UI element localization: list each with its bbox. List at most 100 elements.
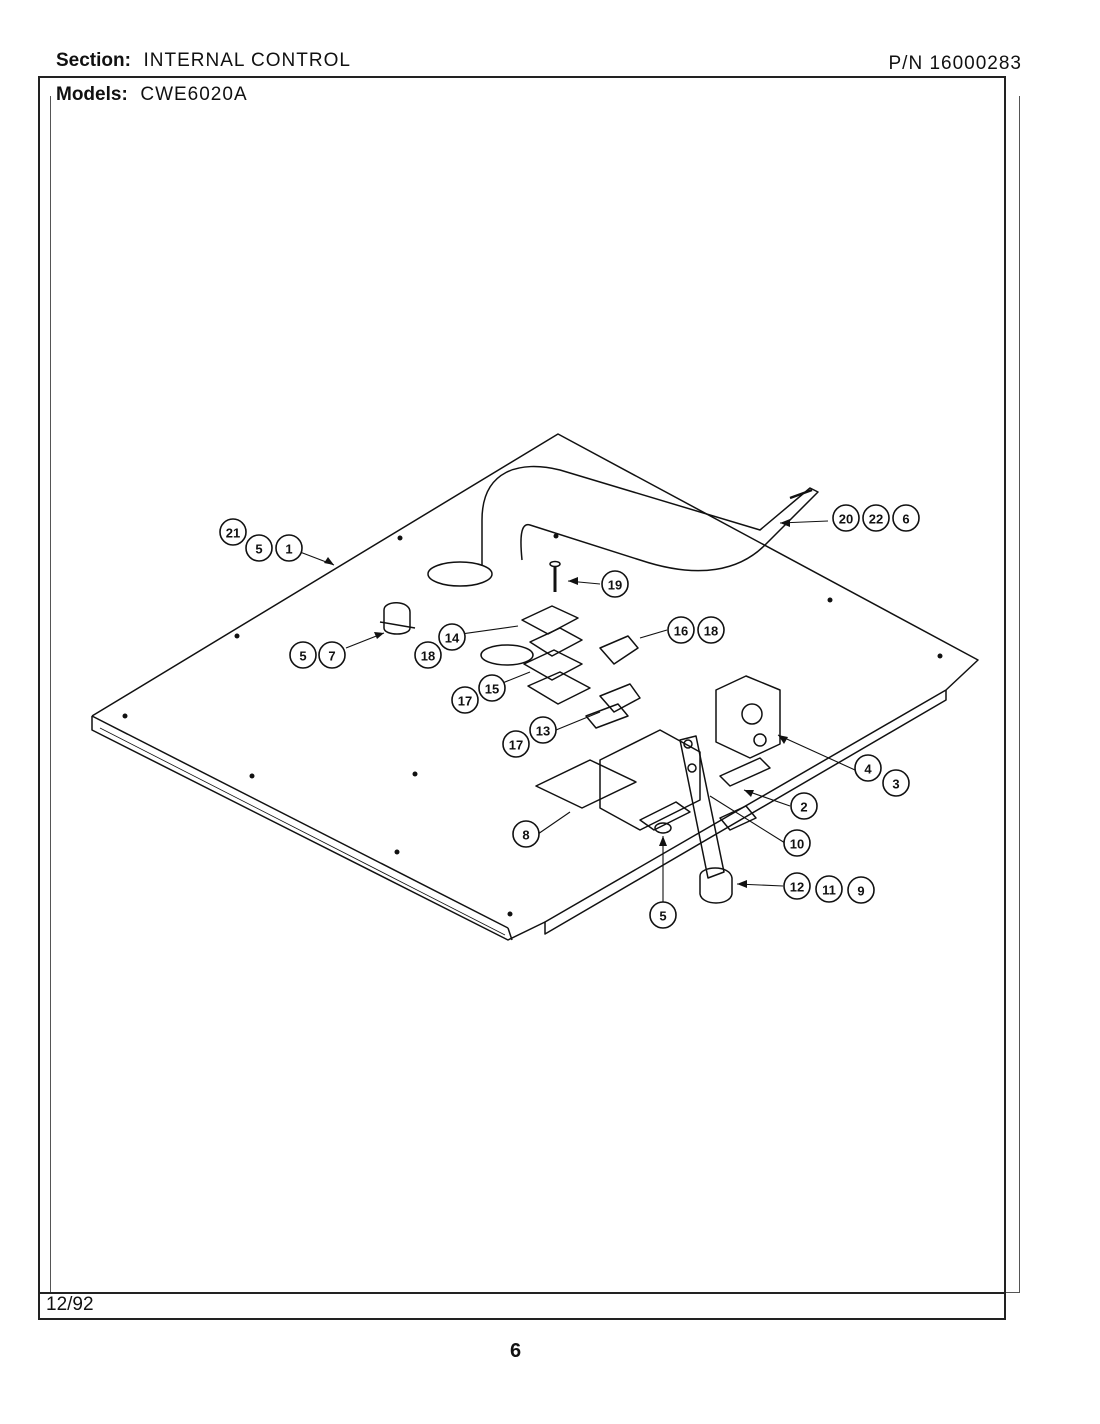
callout-label: 1 [285,542,292,557]
callout-c21: 21 [219,518,247,546]
leader-arrows [324,519,790,888]
callout-c20: 20 [832,504,860,532]
callout-label: 20 [839,512,853,527]
callout-label: 17 [458,694,472,709]
callout-circle [832,504,860,532]
section-value: INTERNAL CONTROL [143,50,351,71]
revision-date: 12/92 [46,1294,94,1315]
callout-circle [502,730,530,758]
callout-c3: 3 [882,769,910,797]
bracket-assembly [535,729,771,831]
callout-circle [783,872,811,900]
callout-label: 18 [421,649,435,664]
callout-circle [318,641,346,669]
callout-circle [667,616,695,644]
callout-c2: 2 [790,792,818,820]
callout-circle [847,876,875,904]
callout-c9: 9 [847,876,875,904]
callout-label: 5 [255,542,262,557]
callout-circle [414,641,442,669]
callout-label: 10 [790,837,804,852]
callout-label: 2 [800,800,807,815]
callout-circle [649,901,677,929]
callout-c18a: 18 [414,641,442,669]
callout-label: 19 [608,578,622,593]
callout-circle [438,623,466,651]
callout-c4: 4 [854,754,882,782]
callout-circle [478,674,506,702]
callout-label: 6 [902,512,909,527]
callout-circle [790,792,818,820]
callout-circle [512,820,540,848]
callout-c14: 14 [438,623,466,651]
callout-c7: 7 [318,641,346,669]
callout-circle [245,534,273,562]
callout-label: 21 [226,526,240,541]
models-value: CWE6020A [140,84,248,105]
callout-label: 9 [857,884,864,899]
page-number: 6 [510,1340,522,1362]
callout-c18b: 18 [697,616,725,644]
callout-label: 15 [485,682,499,697]
callout-circle [275,534,303,562]
section-heading: Section: INTERNAL CONTROL [56,50,351,72]
callout-label: 4 [864,762,872,777]
callout-circle [697,616,725,644]
callout-c19: 19 [601,570,629,598]
models-heading: Models: CWE6020A [56,84,248,106]
callout-c13: 13 [529,716,557,744]
callout-c11: 11 [815,875,843,903]
callout-circle [882,769,910,797]
clamp-component [379,602,416,635]
part-number: P/N 16000283 [888,53,1022,74]
callout-c16: 16 [667,616,695,644]
screw [549,560,561,592]
callout-c15: 15 [478,674,506,702]
callout-c5c: 5 [649,901,677,929]
callout-circle [219,518,247,546]
page-frame [38,76,1006,1320]
callout-c10: 10 [783,829,811,857]
callout-label: 12 [790,880,804,895]
callout-label: 16 [674,624,688,639]
switch-assembly [521,605,641,729]
section-label: Section: [56,50,131,71]
callout-label: 17 [509,738,523,753]
callout-c17a: 17 [451,686,479,714]
fill-hose [481,465,819,572]
callout-label: 14 [445,631,460,646]
callout-c6: 6 [892,504,920,532]
callout-circle [862,504,890,532]
callout-c12: 12 [783,872,811,900]
callout-label: 22 [869,512,883,527]
panel-openings [427,561,534,666]
callout-c22: 22 [862,504,890,532]
callout-label: 3 [892,777,899,792]
callout-c5b: 5 [289,641,317,669]
callout-c5a: 5 [245,534,273,562]
callout-circle [815,875,843,903]
callout-c1: 1 [275,534,303,562]
callout-circle [529,716,557,744]
callout-circle [854,754,882,782]
models-label: Models: [56,84,128,105]
grommet [654,822,672,834]
callout-label: 5 [299,649,306,664]
callout-label: 13 [536,724,550,739]
callout-circle [451,686,479,714]
callout-label: 5 [659,909,666,924]
callout-circle [783,829,811,857]
callout-label: 7 [328,649,335,664]
callout-circle [289,641,317,669]
callout-circle [601,570,629,598]
callout-circle [892,504,920,532]
control-lever [679,735,733,904]
footer-divider [38,1292,1006,1294]
callout-label: 18 [704,624,718,639]
callout-c8: 8 [512,820,540,848]
callout-label: 11 [822,883,836,898]
callout-label: 8 [522,828,529,843]
callout-c17b: 17 [502,730,530,758]
panel-holes [122,533,943,917]
